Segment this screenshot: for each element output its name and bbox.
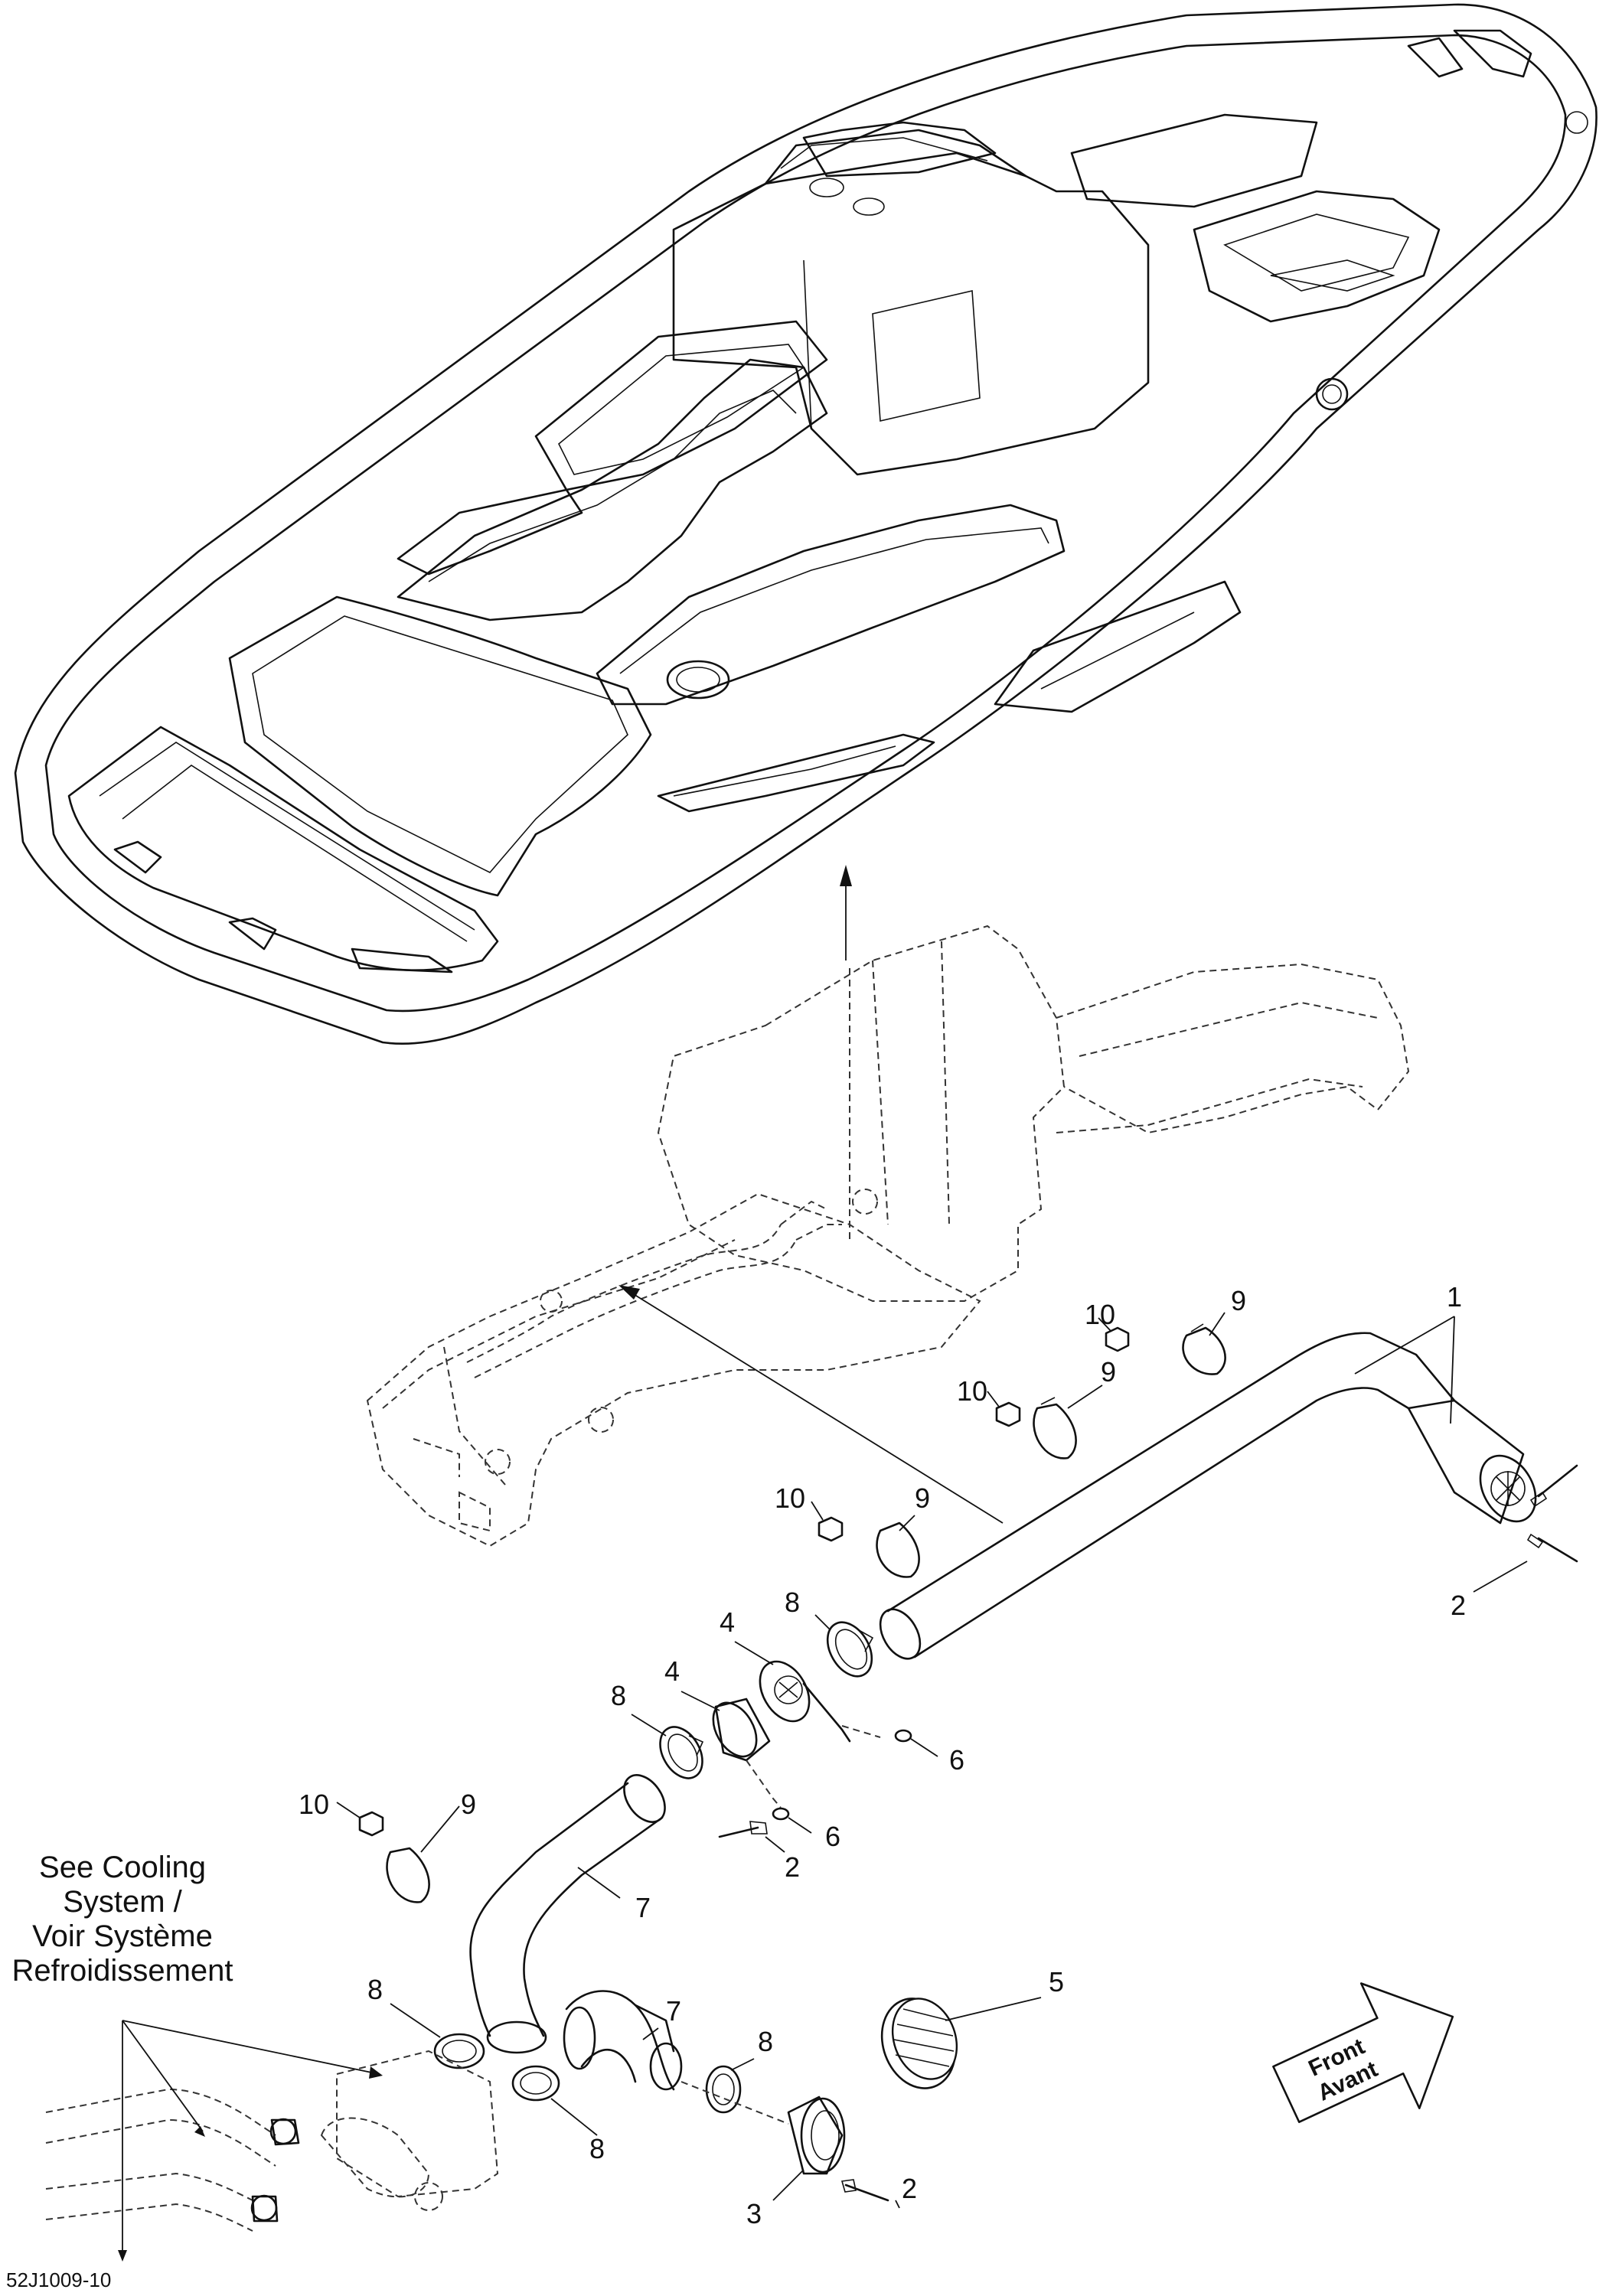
callout-10: 10 <box>957 1375 987 1407</box>
cooling-system-ghost <box>45 2050 499 2232</box>
clamp-8-lower-left <box>433 2033 485 2069</box>
clamp-8-lower-mid <box>511 2065 560 2102</box>
callout-3: 3 <box>746 2198 762 2229</box>
nut-10-group-a <box>1105 1326 1130 1352</box>
callout-10: 10 <box>775 1482 805 1514</box>
screw-2-bottom <box>840 2179 889 2202</box>
note-line-4: Refroidissement <box>11 1954 233 1988</box>
clamp-9-group-d <box>386 1847 430 1903</box>
nut-10-group-b <box>995 1401 1021 1427</box>
location-arrow <box>618 1285 1004 1524</box>
clamp-8-lower-right <box>705 2065 742 2114</box>
callout-9: 9 <box>1231 1285 1246 1316</box>
callout-2: 2 <box>785 1851 800 1883</box>
callout-6: 6 <box>949 1744 964 1776</box>
callout-8: 8 <box>758 2026 773 2057</box>
hose-7-lower <box>563 1990 683 2091</box>
callout-10: 10 <box>299 1789 329 1820</box>
washer-6-upper <box>894 1729 912 1743</box>
up-arrow <box>840 865 852 960</box>
note-line-3: Voir Système <box>32 1919 213 1953</box>
vent-cap-5 <box>880 1998 958 2089</box>
note-line-1: See Cooling <box>39 1851 206 1884</box>
hose-7-upper <box>469 1774 666 2054</box>
screw-2-middle <box>718 1821 768 1838</box>
ghost-hull-structure <box>366 925 1410 1548</box>
callout-8: 8 <box>785 1587 800 1618</box>
callout-9: 9 <box>1101 1356 1116 1388</box>
adaptor-4-upper <box>759 1660 851 1743</box>
callout-5: 5 <box>1049 1966 1064 1998</box>
nut-10-group-c <box>818 1516 844 1542</box>
deck-hull-body <box>14 3 1598 1045</box>
clamp-8-upper <box>826 1621 874 1678</box>
leader-lines <box>118 1312 1528 2262</box>
callout-9: 9 <box>915 1482 930 1514</box>
callout-4: 4 <box>720 1606 735 1638</box>
callout-8: 8 <box>611 1680 626 1711</box>
callout-6: 6 <box>825 1821 840 1852</box>
callout-7: 7 <box>635 1892 651 1923</box>
vent-hose-1 <box>879 1332 1537 1660</box>
callout-10: 10 <box>1085 1299 1115 1330</box>
callout-8: 8 <box>367 1974 383 2005</box>
clamp-8-middle <box>659 1726 704 1779</box>
washer-6-lower <box>772 1807 790 1821</box>
clamp-9-group-c <box>876 1521 920 1578</box>
callout-4: 4 <box>664 1655 680 1687</box>
clamp-9-group-b <box>1033 1397 1077 1459</box>
callout-labels: 1 2 2 2 3 4 4 5 6 6 7 7 8 8 8 8 8 9 9 9 … <box>299 1281 1466 2229</box>
callout-2: 2 <box>1451 1590 1466 1621</box>
note-line-2: System / <box>63 1885 182 1919</box>
callout-9: 9 <box>461 1789 476 1820</box>
front-direction-arrow: Front Avant <box>1272 1982 1454 2124</box>
callout-1: 1 <box>1447 1281 1462 1313</box>
screw-2-top <box>1526 1464 1578 1563</box>
cooling-system-note: See Cooling System / Voir Système Refroi… <box>11 1851 233 1988</box>
callout-2: 2 <box>902 2173 917 2204</box>
callout-8: 8 <box>589 2133 605 2164</box>
nut-10-group-d <box>358 1811 384 1837</box>
clamp-9-group-a <box>1182 1323 1226 1375</box>
callout-7: 7 <box>666 1995 681 2027</box>
fitting-3 <box>787 2095 846 2175</box>
adaptor-4-lower <box>712 1698 771 1762</box>
figure-code: 52J1009-10 <box>6 2268 111 2291</box>
